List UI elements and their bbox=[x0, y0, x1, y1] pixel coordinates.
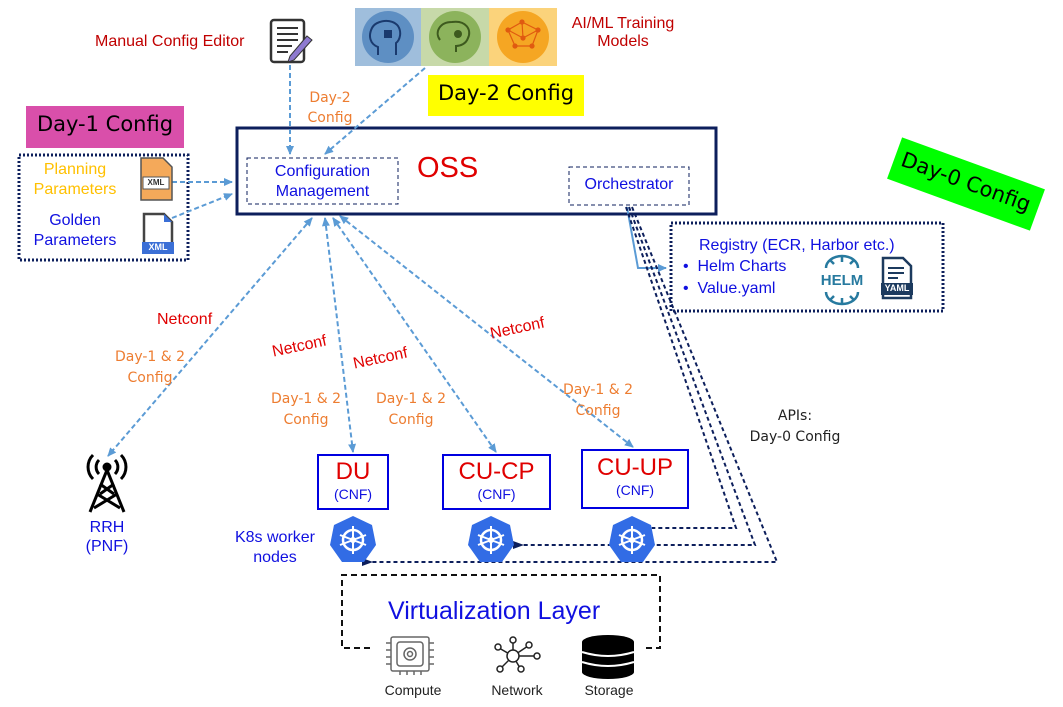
day2-config-badge bbox=[428, 75, 584, 116]
helm-charts-text: Helm Charts bbox=[697, 258, 787, 275]
arrow-cm-cuup bbox=[339, 215, 634, 448]
day1-config-label: Day-1 Config bbox=[36, 112, 174, 136]
cu-up-box[interactable] bbox=[581, 449, 689, 509]
day1-config-badge bbox=[26, 106, 184, 148]
cu-up-name: CU-UP bbox=[597, 454, 673, 481]
cu-cp-type: (CNF) bbox=[477, 485, 516, 502]
day12-du-line2: Config bbox=[283, 412, 329, 428]
api-line-cucp bbox=[513, 206, 757, 549]
cu-up-label: CU-UP (CNF) bbox=[582, 454, 688, 498]
golden-xml-file-icon bbox=[142, 212, 174, 254]
aiml-line2: Models bbox=[597, 33, 649, 51]
cell-tower-icon bbox=[86, 453, 128, 513]
cu-cp-label: CU-CP (CNF) bbox=[443, 458, 550, 502]
planning-parameters-label[interactable]: Planning Parameters bbox=[22, 160, 128, 200]
rrh-line2: (PNF) bbox=[85, 538, 129, 555]
netconf-label-rrh: Netconf bbox=[157, 311, 213, 328]
oss-title: OSS bbox=[417, 152, 479, 184]
apis-day0-label: APIs: Day-0 Config bbox=[745, 406, 845, 448]
arrow-cm-rrh bbox=[107, 217, 313, 457]
day12-label-rrh: Day-1 & 2 Config bbox=[110, 347, 190, 389]
arrow-golden-to-cm bbox=[171, 193, 233, 219]
du-type: (CNF) bbox=[333, 485, 373, 502]
yaml-file-icon bbox=[881, 256, 913, 300]
aiml-training-models-label[interactable]: AI/ML Training Models bbox=[558, 15, 688, 52]
apis-line1: APIs: bbox=[777, 408, 813, 424]
compute-label: Compute bbox=[384, 682, 442, 698]
day12-cucp-line1: Day-1 & 2 bbox=[375, 391, 447, 407]
manual-config-editor-label[interactable]: Manual Config Editor bbox=[95, 33, 245, 50]
du-name: DU bbox=[335, 458, 371, 485]
value-yaml-text: Value.yaml bbox=[697, 280, 776, 297]
day12-cucp-line2: Config bbox=[388, 412, 434, 428]
kubernetes-icon-du bbox=[330, 516, 376, 562]
virtualization-layer-border bbox=[341, 574, 661, 649]
aiml-line1: AI/ML Training bbox=[571, 15, 675, 32]
du-label: DU (CNF) bbox=[318, 458, 388, 502]
kubernetes-icon-cucp bbox=[468, 516, 514, 562]
orchestrator-box[interactable] bbox=[568, 166, 690, 206]
kubernetes-icon-cuup bbox=[609, 516, 655, 562]
day12-cuup-line1: Day-1 & 2 bbox=[562, 382, 634, 398]
registry-item-value-yaml: • Value.yaml bbox=[683, 280, 776, 297]
network-label: Network bbox=[491, 682, 543, 698]
orchestrator-label[interactable]: Orchestrator bbox=[584, 176, 674, 193]
day0-config-badge bbox=[887, 137, 1045, 231]
storage-database-icon bbox=[581, 635, 635, 679]
day12-rrh-line1: Day-1 & 2 bbox=[114, 349, 186, 365]
cu-up-type: (CNF) bbox=[615, 481, 655, 498]
day12-rrh-line2: Config bbox=[127, 370, 173, 386]
day2-edge-line2: Config bbox=[307, 110, 353, 126]
day12-label-cuup: Day-1 & 2 Config bbox=[558, 380, 638, 422]
registry-item-helm-charts: • Helm Charts bbox=[683, 258, 787, 275]
day1-parameters-box bbox=[17, 153, 190, 262]
cu-cp-name: CU-CP bbox=[458, 458, 535, 485]
network-hub-icon bbox=[494, 636, 541, 673]
api-line-cuup bbox=[625, 206, 738, 532]
registry-box bbox=[669, 221, 945, 313]
arrow-aiml-to-cm bbox=[324, 67, 426, 155]
planning-xml-tag: XML bbox=[147, 178, 165, 187]
day12-cuup-line2: Config bbox=[575, 403, 621, 419]
config-mgmt-line2: Management bbox=[275, 183, 370, 200]
day2-edge-label: Day-2 Config bbox=[300, 88, 360, 128]
config-management-box[interactable] bbox=[246, 157, 399, 205]
helm-wordmark: HELM bbox=[820, 272, 864, 289]
oss-box bbox=[235, 126, 718, 216]
golden-line1: Golden bbox=[49, 212, 101, 229]
helm-icon bbox=[824, 254, 860, 306]
day12-du-line1: Day-1 & 2 bbox=[270, 391, 342, 407]
document-edit-icon bbox=[269, 18, 313, 64]
k8s-line1: K8s worker bbox=[234, 529, 316, 546]
apis-line2: Day-0 Config bbox=[749, 429, 841, 445]
day2-config-label: Day-2 Config bbox=[437, 81, 575, 105]
yaml-tag: YAML bbox=[884, 283, 910, 293]
virtualization-layer-title: Virtualization Layer bbox=[388, 597, 601, 625]
day2-edge-line1: Day-2 bbox=[309, 90, 351, 106]
api-line-du bbox=[362, 206, 779, 566]
k8s-line2: nodes bbox=[253, 549, 297, 566]
aiml-images bbox=[355, 8, 557, 66]
du-box[interactable] bbox=[317, 454, 389, 510]
day12-label-du: Day-1 & 2 Config bbox=[266, 389, 346, 431]
planning-line1: Planning bbox=[43, 161, 107, 178]
golden-line2: Parameters bbox=[33, 232, 117, 249]
golden-xml-tag: XML bbox=[148, 242, 168, 252]
planning-xml-file-icon bbox=[140, 157, 173, 201]
golden-parameters-label[interactable]: Golden Parameters bbox=[22, 211, 128, 251]
config-mgmt-line1: Configuration bbox=[274, 163, 371, 180]
rrh-pnf-label[interactable]: RRH (PNF) bbox=[72, 518, 142, 556]
rrh-line1: RRH bbox=[89, 519, 125, 536]
planning-line2: Parameters bbox=[33, 181, 117, 198]
registry-title: Registry (ECR, Harbor etc.) bbox=[699, 237, 895, 254]
compute-chip-icon bbox=[386, 636, 434, 675]
config-management-label[interactable]: Configuration Management bbox=[247, 162, 398, 202]
day12-label-cucp: Day-1 & 2 Config bbox=[371, 389, 451, 431]
storage-label: Storage bbox=[584, 682, 634, 698]
k8s-worker-nodes-label: K8s worker nodes bbox=[225, 528, 325, 568]
cu-cp-box[interactable] bbox=[442, 454, 551, 510]
